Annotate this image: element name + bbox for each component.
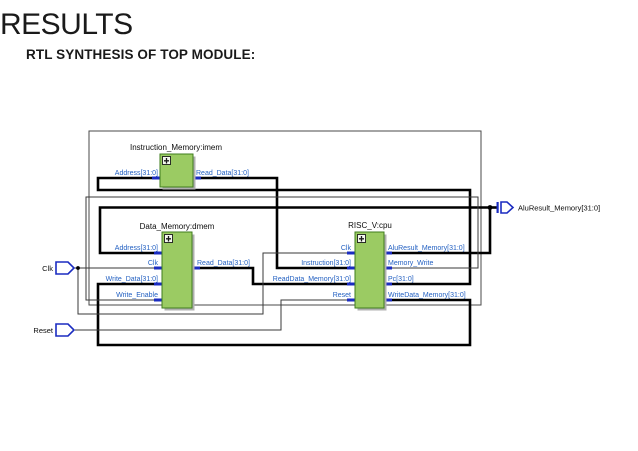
pin-label-dmem-read-data: Read_Data[31:0]	[197, 260, 250, 267]
output-port-bar	[496, 202, 499, 213]
pin-label-cpu-pc: Pc[31:0]	[388, 276, 414, 283]
pin-cpu-reset[interactable]	[347, 298, 356, 302]
pin-cpu-pc[interactable]	[383, 282, 392, 286]
pin-label-cpu-memory-write: Memory_Write	[388, 260, 433, 267]
input-port-clk[interactable]	[55, 261, 76, 275]
net-memory-write[interactable]	[85, 196, 479, 301]
module-block-cpu[interactable]	[354, 231, 385, 309]
pin-label-cpu-reset: Reset	[333, 292, 351, 299]
pin-imem-address[interactable]	[152, 176, 161, 180]
module-cpu: RISC_V:cpu Clk Instruction[31:0] ReadDat…	[273, 221, 466, 311]
pin-label-dmem-write-data: Write_Data[31:0]	[106, 276, 158, 283]
module-imem: Instruction_Memory:imem Address[31:0] Re…	[115, 143, 249, 190]
net-aluresult-memory[interactable]	[98, 206, 492, 255]
pin-label-cpu-clk: Clk	[341, 245, 352, 252]
pin-dmem-read-data[interactable]	[191, 266, 200, 270]
pin-label-cpu-aluresult-memory: AluResult_Memory[31:0]	[388, 245, 465, 252]
net-instruction[interactable]	[201, 176, 347, 270]
pin-label-imem-address: Address[31:0]	[115, 170, 158, 177]
pin-stubs	[152, 176, 392, 302]
pin-cpu-aluresult-memory[interactable]	[383, 251, 392, 255]
module-title-cpu: RISC_V:cpu	[348, 221, 392, 230]
top-module-boundary-box	[88, 130, 482, 306]
plus-glyph-imem	[164, 158, 169, 164]
net-pc-to-imem-address[interactable]	[96, 176, 472, 286]
net-reset[interactable]	[75, 299, 347, 331]
plus-glyph-cpu	[359, 236, 364, 242]
module-title-imem: Instruction_Memory:imem	[130, 143, 222, 152]
input-port-clk-label: Clk	[42, 264, 53, 273]
top-ports: Clk Reset AluResult_Memory[31:0]	[33, 201, 600, 337]
pin-cpu-readdata-memory[interactable]	[347, 282, 356, 286]
module-dmem: Data_Memory:dmem Address[31:0] Clk Write…	[106, 222, 250, 311]
pin-label-imem-read-data: Read_Data[31:0]	[196, 170, 249, 177]
junction-dot-aluresult	[487, 205, 493, 210]
pin-cpu-writedata-memory[interactable]	[383, 298, 392, 302]
pin-cpu-memory-write[interactable]	[383, 266, 392, 270]
pin-dmem-address[interactable]	[154, 251, 163, 255]
output-port-aluresult[interactable]	[500, 201, 515, 214]
pin-label-cpu-readdata-memory: ReadData_Memory[31:0]	[273, 276, 351, 283]
pin-label-dmem-clk: Clk	[148, 260, 159, 267]
pin-label-cpu-instruction: Instruction[31:0]	[301, 260, 351, 267]
output-port-aluresult-label: AluResult_Memory[31:0]	[518, 204, 600, 213]
net-clk-to-cpu[interactable]	[77, 252, 347, 315]
page-subtitle: RTL SYNTHESIS OF TOP MODULE:	[26, 47, 256, 62]
pin-label-dmem-write-enable: Write_Enable	[116, 292, 158, 299]
input-port-reset[interactable]	[55, 323, 76, 337]
pin-imem-read-data[interactable]	[192, 176, 201, 180]
pin-cpu-instruction[interactable]	[347, 266, 356, 270]
net-readdata-memory[interactable]	[200, 266, 347, 286]
module-title-dmem: Data_Memory:dmem	[140, 222, 215, 231]
pin-label-cpu-writedata-memory: WriteData_Memory[31:0]	[388, 292, 466, 299]
junction-dot-clk	[76, 266, 80, 270]
pin-label-dmem-address: Address[31:0]	[115, 245, 158, 252]
plus-glyph-dmem	[166, 236, 171, 242]
net-writedata-memory[interactable]	[96, 282, 472, 347]
pin-dmem-write-enable[interactable]	[154, 298, 163, 302]
input-port-reset-label: Reset	[33, 326, 54, 335]
pin-cpu-clk[interactable]	[347, 251, 356, 255]
pin-dmem-clk[interactable]	[154, 266, 163, 270]
module-block-dmem[interactable]	[161, 231, 193, 309]
pin-dmem-write-data[interactable]	[154, 282, 163, 286]
page-title: RESULTS	[0, 8, 133, 41]
